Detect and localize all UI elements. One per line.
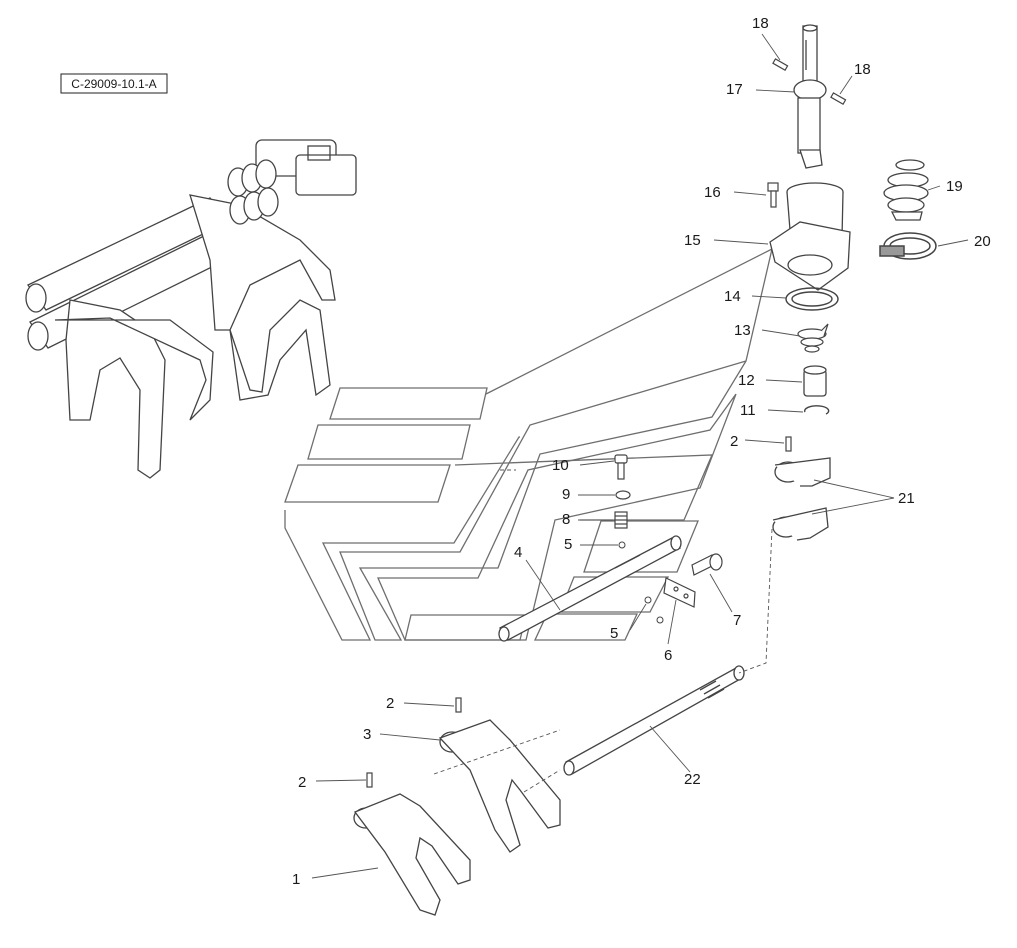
washer-9-part <box>615 490 631 500</box>
callout-3: 3 <box>363 726 371 743</box>
shift-rail-22-part <box>563 665 745 776</box>
assembly-dashed-lines <box>433 469 773 793</box>
callout-6: 6 <box>664 647 672 664</box>
callout-1: 1 <box>292 871 300 888</box>
o-ring-part <box>785 287 839 311</box>
housing-part <box>769 182 851 291</box>
bolt-7-part <box>691 553 723 576</box>
callout-12: 12 <box>738 372 755 389</box>
pin-2-fork3-part <box>455 697 462 713</box>
callout-numbers: 18 18 17 16 15 19 20 14 13 12 11 2 10 9 … <box>292 15 991 888</box>
callout-18-right: 18 <box>854 61 871 78</box>
callout-2-fork1: 2 <box>298 774 306 791</box>
callout-19: 19 <box>946 178 963 195</box>
callout-18-top: 18 <box>752 15 769 32</box>
callout-2-fork3: 2 <box>386 695 394 712</box>
shift-rail-4-part <box>498 535 682 642</box>
leader-lines <box>311 33 969 879</box>
spring-13-part <box>797 323 829 353</box>
bolt-16-part <box>767 182 779 208</box>
pin-2-fork1-part <box>366 772 373 788</box>
hose-clamp-part <box>879 232 937 260</box>
callout-16: 16 <box>704 184 721 201</box>
callout-4: 4 <box>514 544 522 561</box>
reference-label: C-29009-10.1-A <box>71 77 156 91</box>
callout-5-lower: 5 <box>610 625 618 642</box>
callout-10: 10 <box>552 457 569 474</box>
reference-label-box: C-29009-10.1-A <box>60 73 168 94</box>
callout-8: 8 <box>562 511 570 528</box>
bushing-part <box>803 365 827 397</box>
shift-lever-part <box>793 24 827 169</box>
spring-8-part <box>614 511 628 529</box>
assembled-fork-group <box>25 139 357 479</box>
shift-fork-3-part <box>438 719 561 853</box>
callout-20: 20 <box>974 233 991 250</box>
callout-13: 13 <box>734 322 751 339</box>
pin-2-upper-part <box>785 436 792 452</box>
snap-ring-part <box>804 405 830 415</box>
pin-18-part <box>772 58 847 106</box>
callout-5-upper: 5 <box>564 536 572 553</box>
watermark-logo <box>284 248 773 641</box>
callout-9: 9 <box>562 486 570 503</box>
callout-7: 7 <box>733 612 741 629</box>
callout-11: 11 <box>740 402 756 419</box>
rubber-boot-part <box>883 159 929 221</box>
callout-2-upper: 2 <box>730 433 738 450</box>
shift-fork-1-part <box>353 793 471 916</box>
shift-block-part <box>772 457 831 541</box>
callout-22: 22 <box>684 771 701 788</box>
callout-21: 21 <box>898 490 915 507</box>
callout-17: 17 <box>726 81 743 98</box>
plate-6-part <box>663 577 696 608</box>
callout-14: 14 <box>724 288 741 305</box>
ball-5-part <box>618 541 664 624</box>
callout-15: 15 <box>684 232 701 249</box>
bolt-10-part <box>614 454 628 480</box>
